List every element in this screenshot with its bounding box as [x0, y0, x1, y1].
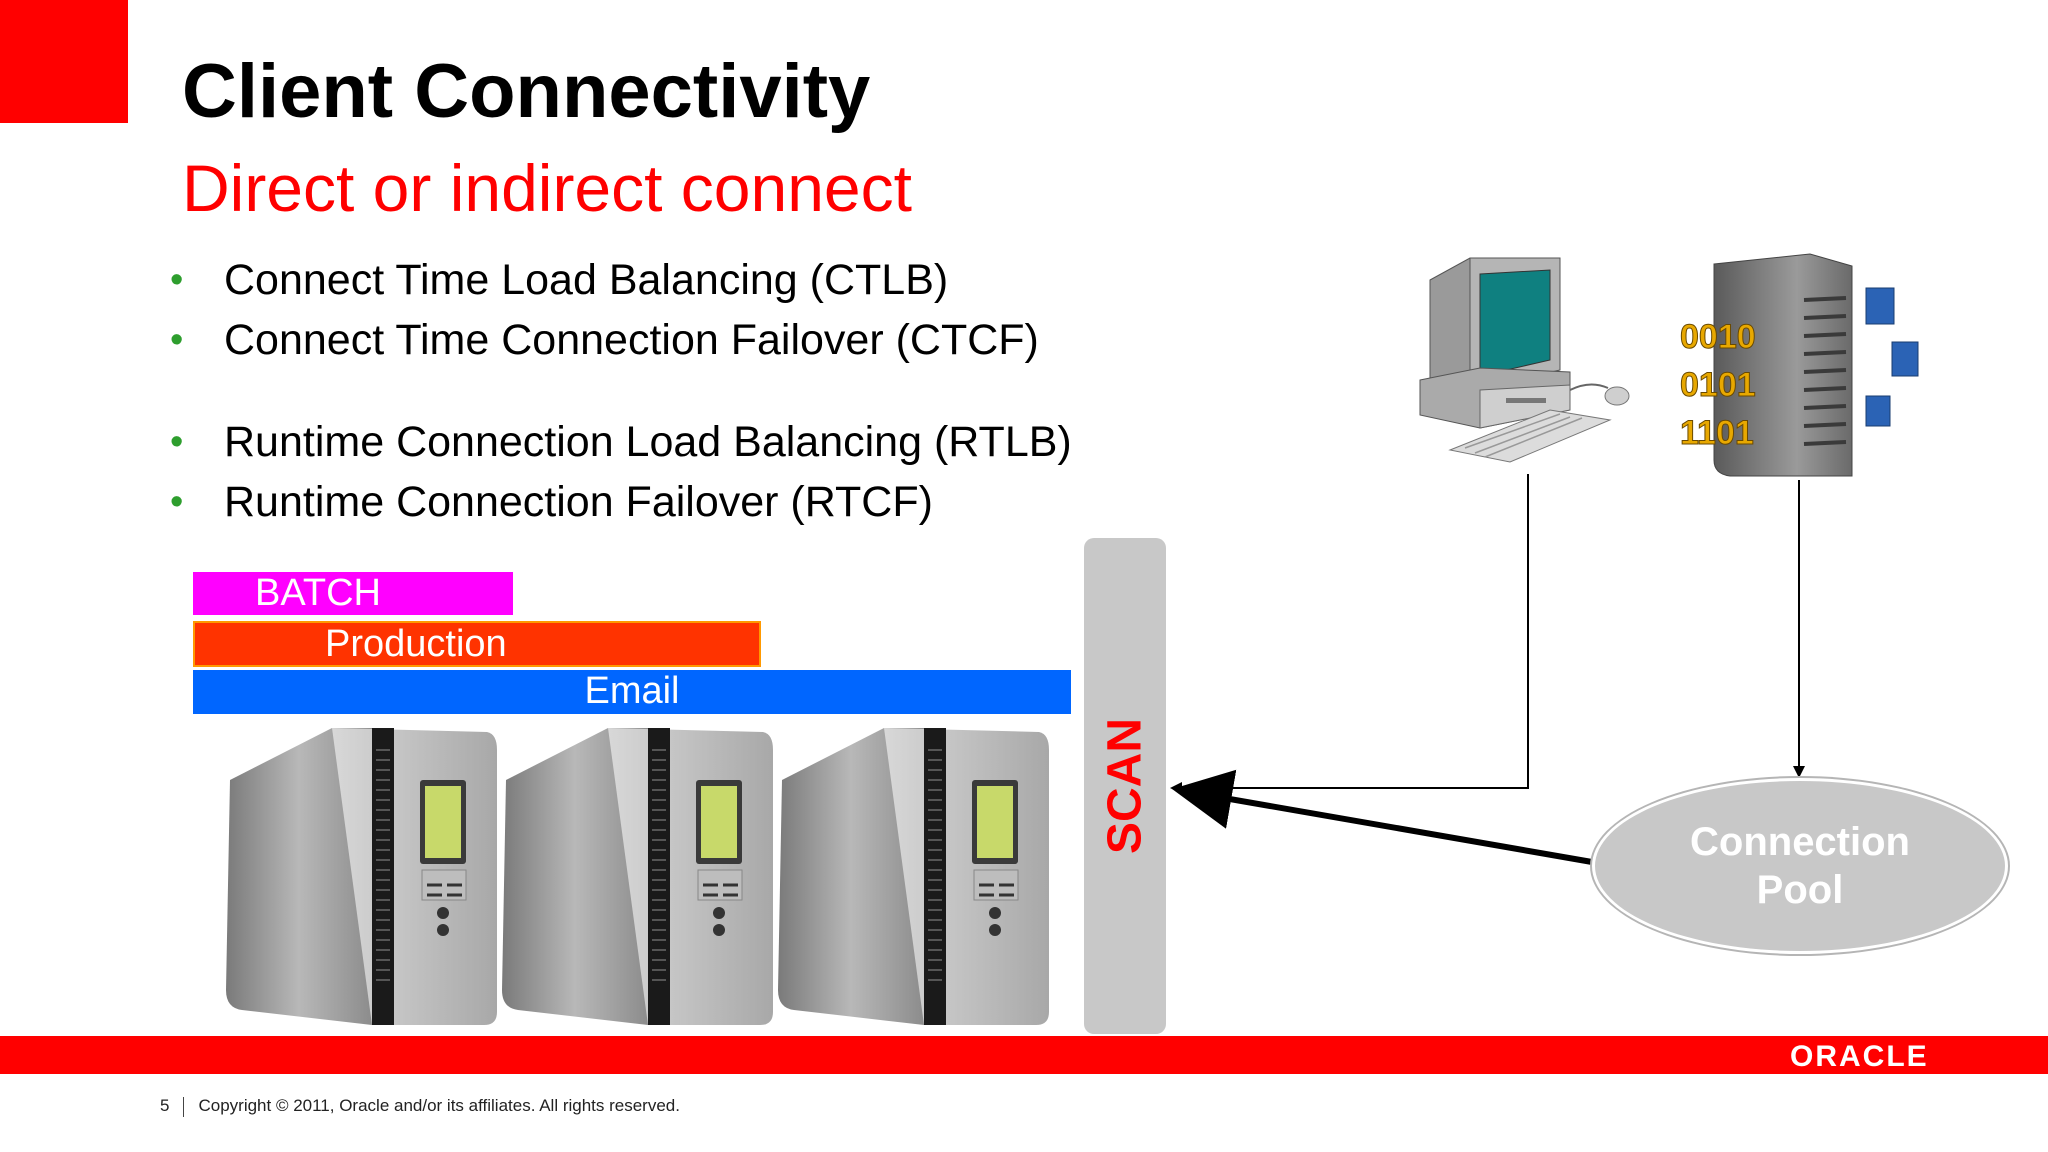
database-server-icon	[226, 728, 497, 1025]
slide-subtitle: Direct or indirect connect	[182, 151, 912, 225]
service-bar-email: Email	[193, 670, 1071, 714]
connection-pool-label: Connection Pool	[1690, 820, 1910, 912]
binary-code-line: 1101	[1680, 414, 1754, 452]
bullet-dot-icon: •	[170, 259, 184, 301]
bullet-dot-icon: •	[170, 481, 184, 523]
footer-divider	[183, 1096, 185, 1117]
slide-title: Client Connectivity	[182, 49, 871, 134]
footer: 5 Copyright © 2011, Oracle and/or its aff…	[160, 1096, 680, 1117]
bullet-item: •Runtime Connection Load Balancing (RTLB…	[170, 412, 1072, 472]
application-server-icon: 0010 0101 1101	[1680, 253, 1919, 477]
oracle-logo: ORACLE	[1790, 1040, 1929, 1073]
pool-to-scan-arrow	[1172, 769, 1593, 865]
bullet-list: •Connect Time Load Balancing (CTLB) •Con…	[170, 250, 1072, 532]
binary-code-line: 0010	[1680, 318, 1756, 356]
client-to-scan-line	[1170, 474, 1529, 794]
corner-accent-block	[0, 0, 128, 123]
footer-band	[0, 1036, 2048, 1074]
bullet-item: •Runtime Connection Failover (RTCF)	[170, 472, 1072, 532]
database-server-icon	[778, 728, 1049, 1025]
bullet-item: •Connect Time Load Balancing (CTLB)	[170, 250, 1072, 310]
database-server-icon	[502, 728, 773, 1025]
copyright-text: Copyright © 2011, Oracle and/or its affi…	[198, 1096, 680, 1115]
connection-pool: Connection Pool	[1592, 778, 2008, 954]
bullet-dot-icon: •	[170, 319, 184, 361]
scan-listener-bar: SCAN	[1084, 538, 1166, 1034]
bullet-dot-icon: •	[170, 421, 184, 463]
bullet-item: •Connect Time Connection Failover (CTCF)	[170, 310, 1072, 370]
service-bar-batch: BATCH	[193, 572, 513, 615]
page-number: 5	[160, 1096, 170, 1115]
client-computer-icon	[1419, 257, 1630, 463]
service-bar-production: Production	[193, 621, 761, 667]
binary-code-line: 0101	[1680, 366, 1756, 404]
